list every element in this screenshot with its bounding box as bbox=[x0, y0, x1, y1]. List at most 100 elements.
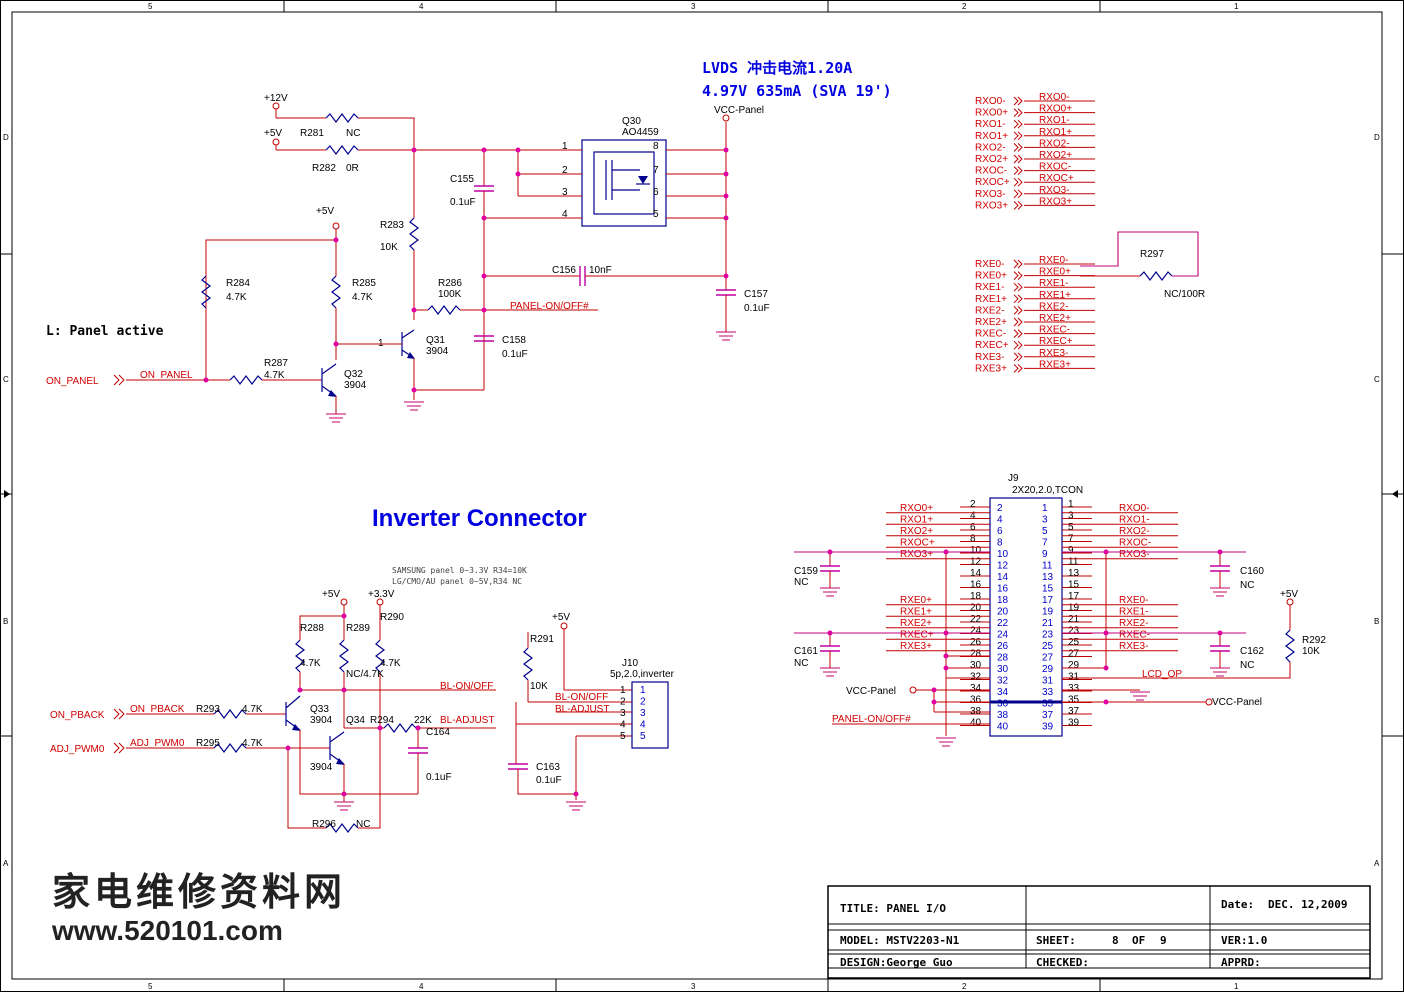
r281-value: NC bbox=[346, 128, 360, 139]
grid-col-top: 2 bbox=[962, 2, 967, 11]
j9-pin-even-outer: 32 bbox=[970, 672, 982, 683]
j9-left-net: RXO2+ bbox=[900, 526, 933, 537]
lvds-odd-port: RXO0- bbox=[975, 96, 1006, 107]
port-arrow-icon bbox=[1013, 340, 1023, 350]
j9-pin-even-outer: 20 bbox=[970, 603, 982, 614]
j9-pin-odd-inner: 21 bbox=[1042, 618, 1054, 629]
r289-value: NC/4.7K bbox=[346, 669, 384, 680]
c161-value: NC bbox=[794, 658, 808, 669]
inverter-5v-label: +5V bbox=[322, 589, 340, 600]
c164-value: 0.1uF bbox=[426, 772, 452, 783]
r294-value: 22K bbox=[414, 715, 432, 726]
j9-pin-even-outer: 8 bbox=[970, 534, 976, 545]
panel-onoff-net: PANEL-ON/OFF# bbox=[510, 301, 589, 312]
adj-pwm-port: ADJ_PWM0 bbox=[50, 744, 105, 755]
j9-pin-even-outer: 22 bbox=[970, 614, 982, 625]
j9-left-net: RXO1+ bbox=[900, 514, 933, 525]
port-arrow-icon bbox=[1013, 364, 1023, 373]
lvds-even-net: RXEC+ bbox=[1039, 336, 1073, 347]
r282-value: 0R bbox=[346, 163, 359, 174]
c158-ref: C158 bbox=[502, 335, 526, 346]
j9-pin-even-outer: 14 bbox=[970, 568, 982, 579]
j10-pin-inner: 5 bbox=[640, 731, 646, 742]
j9-pin-odd-outer: 19 bbox=[1068, 603, 1080, 614]
q30-body bbox=[581, 139, 667, 227]
grid-col-top: 3 bbox=[691, 2, 696, 11]
j9-left-net: RXOC+ bbox=[900, 537, 935, 548]
j9-left-net: RXEC+ bbox=[900, 629, 934, 640]
r282-ref: R282 bbox=[312, 163, 336, 174]
lvds-even-net: RXE3- bbox=[1039, 348, 1068, 359]
grid-col-bottom: 1 bbox=[1234, 982, 1239, 991]
j9-left-net: RXE0+ bbox=[900, 595, 932, 606]
r289-ref: R289 bbox=[346, 623, 370, 634]
r296-value: NC bbox=[356, 819, 370, 830]
j10-pin-outer: 1 bbox=[620, 685, 626, 696]
j9-pin-even-outer: 6 bbox=[970, 522, 976, 533]
j9-pin-even-inner: 22 bbox=[997, 618, 1009, 629]
panel-power-circuit: +12V +5V R281 NC R282 0R Q30 AO4459 1 2 … bbox=[46, 93, 770, 423]
lvds-even-net: RXE1- bbox=[1039, 278, 1068, 289]
port-arrow-icon bbox=[1013, 143, 1023, 152]
lvds-current-note: LVDS 冲击电流1.20A bbox=[702, 59, 852, 77]
j9-pin-even-outer: 4 bbox=[970, 511, 976, 522]
j9-left-net: RXE1+ bbox=[900, 606, 932, 617]
r286-ref: R286 bbox=[438, 278, 462, 289]
r287-value: 4.7K bbox=[264, 370, 285, 381]
port-arrow-icon bbox=[1013, 294, 1023, 304]
lvds-odd-net: RXO2- bbox=[1039, 138, 1070, 149]
c161: C161 NC bbox=[794, 633, 840, 677]
tcon-vcc-right: VCC-Panel bbox=[1212, 697, 1262, 708]
r286-value: 100K bbox=[438, 289, 462, 300]
r294-ref: R294 bbox=[370, 715, 394, 726]
port-arrow-icon bbox=[1013, 352, 1023, 362]
lvds-even-net: RXE1+ bbox=[1039, 290, 1071, 301]
j9-left-net: RXE2+ bbox=[900, 618, 932, 629]
port-arrow-icon bbox=[1013, 329, 1023, 338]
grid-col-top: 1 bbox=[1234, 2, 1239, 11]
adj-pwm-net: ADJ_PWM0 bbox=[130, 738, 185, 749]
j9-pin-even-outer: 10 bbox=[970, 545, 982, 556]
j10-body bbox=[631, 681, 669, 749]
lvds-even-net: RXE3+ bbox=[1039, 359, 1071, 370]
inverter-5v-b-label: +5V bbox=[552, 612, 570, 623]
lvds-odd-port: RXO3+ bbox=[975, 200, 1008, 211]
title-block-sheet-label: SHEET: bbox=[1036, 934, 1076, 947]
j9-pin-odd-outer: 39 bbox=[1068, 718, 1080, 729]
q34-value: 3904 bbox=[310, 762, 333, 773]
j9-pin-odd-inner: 3 bbox=[1042, 515, 1048, 526]
inverter-connector-title: Inverter Connector bbox=[372, 505, 587, 532]
q30-pin: 2 bbox=[562, 165, 568, 176]
j9-pin-odd-inner: 33 bbox=[1042, 687, 1054, 698]
lvds-odd-port: RXO2- bbox=[975, 142, 1006, 153]
j9-pin-odd-outer: 7 bbox=[1068, 534, 1074, 545]
q30-pin: 1 bbox=[562, 141, 568, 152]
c159-ref: C159 bbox=[794, 566, 818, 577]
r291-ref: R291 bbox=[530, 634, 554, 645]
j9-pin-even-inner: 10 bbox=[997, 549, 1009, 560]
bl-onoff-net: BL-ON/OFF bbox=[440, 681, 493, 692]
port-arrow-icon bbox=[1013, 131, 1023, 141]
r290-ref: R290 bbox=[380, 612, 404, 623]
tcon-panel-onoff: PANEL-ON/OFF# bbox=[832, 714, 911, 725]
q30-part: AO4459 bbox=[622, 127, 659, 138]
q32-value: 3904 bbox=[344, 380, 367, 391]
title-block-sheet-total: 9 bbox=[1160, 934, 1167, 947]
lvds-odd-net: RXOC+ bbox=[1039, 173, 1074, 184]
j9-pin-odd-inner: 31 bbox=[1042, 676, 1054, 687]
grid-row-right: C bbox=[1374, 375, 1380, 384]
c162-value: NC bbox=[1240, 660, 1254, 671]
lvds-odd-net: RXO3+ bbox=[1039, 196, 1072, 207]
lvds-odd-port: RXO1- bbox=[975, 119, 1006, 130]
j9-pin-odd-outer: 29 bbox=[1068, 660, 1080, 671]
port-arrow-icon bbox=[1013, 201, 1023, 210]
j9-pin-even-inner: 12 bbox=[997, 561, 1009, 572]
lvds-even-port: RXE2+ bbox=[975, 317, 1007, 328]
lvds-odd-port: RXO0+ bbox=[975, 108, 1008, 119]
c155-value: 0.1uF bbox=[450, 197, 476, 208]
lvds-odd-net: RXO1- bbox=[1039, 115, 1070, 126]
r288-value: 4.7K bbox=[300, 658, 321, 669]
